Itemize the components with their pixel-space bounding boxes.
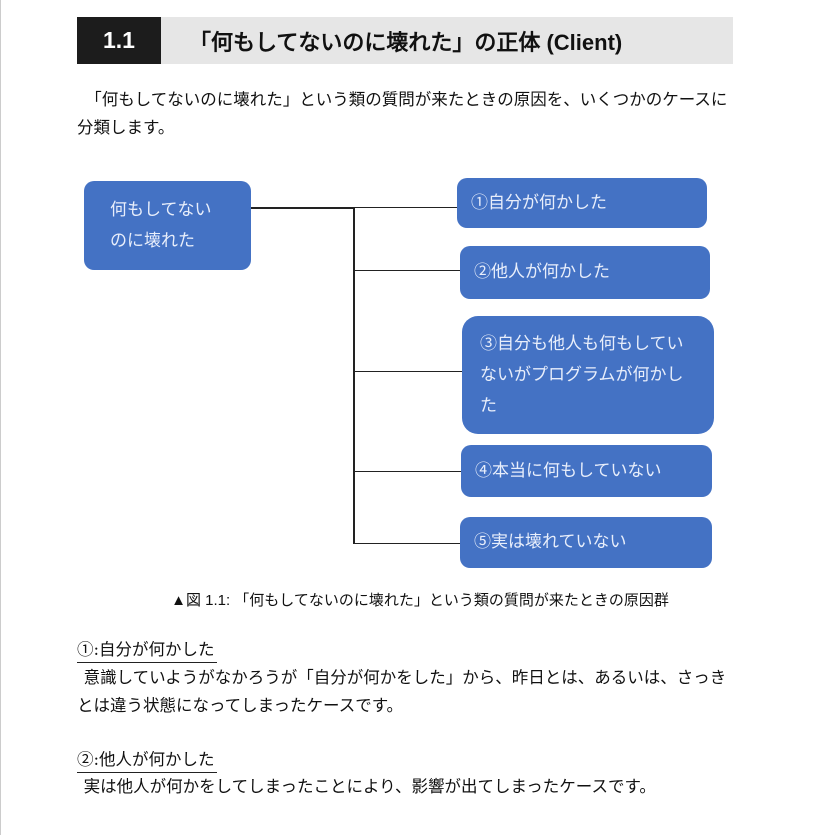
intro-paragraph: 「何もしてないのに壊れた」という類の質問が来たときの原因を、いくつかのケースに分…	[77, 90, 728, 137]
branch-box-2: ②他人が何かした	[460, 246, 710, 299]
connector-line	[353, 207, 355, 544]
root-box: 何もしてないのに壊れた	[84, 181, 251, 270]
branch-box-5: ⑤実は壊れていない	[460, 517, 712, 568]
section-2-title: ②:他人が何かした	[77, 748, 217, 773]
connector-line	[353, 471, 462, 472]
section-heading: 1.1 「何もしてないのに壊れた」の正体 (Client)	[77, 17, 733, 64]
branch-box-3: ③自分も他人も何もしていないがプログラムが何かした	[462, 316, 714, 434]
branch-box-1: ①自分が何かした	[457, 178, 707, 228]
connector-line	[353, 270, 461, 271]
connector-line	[353, 543, 461, 544]
section-title: 「何もしてないのに壊れた」の正体 (Client)	[189, 29, 623, 55]
connector-line	[251, 207, 354, 209]
branch-box-4: ④本当に何もしていない	[461, 445, 712, 497]
section-1-body: 意識していようがなかろうが「自分が何かをした」から、昨日とは、あるいは、さっきと…	[77, 668, 727, 715]
section-2-body: 実は他人が何かをしてしまったことにより、影響が出てしまったケースです。	[83, 777, 656, 796]
figure-caption: ▲図 1.1: 「何もしてないのに壊れた」という類の質問が来たときの原因群	[171, 592, 669, 609]
section-1-title: ①:自分が何かした	[77, 638, 217, 663]
connector-line	[353, 207, 458, 208]
connector-line	[353, 371, 463, 372]
section-number: 1.1	[77, 17, 161, 64]
